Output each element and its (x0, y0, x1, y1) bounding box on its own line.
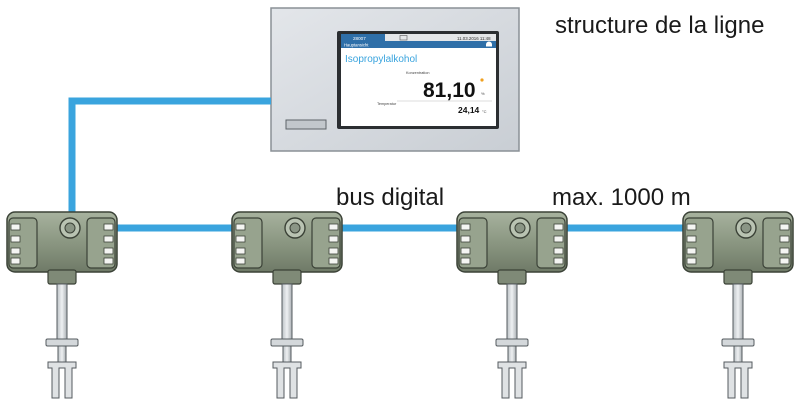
transmitter-lower-stem (282, 345, 292, 363)
transmitter-rib (460, 257, 471, 265)
transmitter-rib (328, 223, 339, 231)
transmitter-rib (10, 257, 21, 265)
transmitter-rib (103, 223, 114, 231)
screen-temp-unit: °C (482, 109, 487, 114)
transmitter-stem (56, 283, 68, 340)
transmitter-flange (495, 338, 529, 347)
transmitter-right-cover (311, 217, 341, 269)
screen-menu-bar (341, 41, 496, 48)
transmitter-rib (553, 223, 564, 231)
transmitter-1 (6, 211, 118, 399)
transmitter-lower-stem (507, 345, 517, 363)
transmitter-rib (10, 247, 21, 255)
screen-menu-title: Hauptansicht (344, 43, 369, 48)
transmitter-rib (328, 235, 339, 243)
screen-status-dot (480, 78, 484, 82)
transmitter-gland-core (289, 222, 301, 234)
transmitter-left-cover (458, 217, 488, 269)
transmitter-rib (553, 247, 564, 255)
transmitter-lower-stem (733, 345, 743, 363)
screen-datetime: 11.03.2016 11:48 (457, 36, 491, 41)
transmitter-fork-sensor (723, 361, 753, 399)
transmitter-left-cover (684, 217, 714, 269)
transmitter-rib (235, 257, 246, 265)
controller-unit: 28007 11.03.2016 11:48 Hauptansicht Isop… (270, 7, 520, 152)
transmitter-flange (270, 338, 304, 347)
transmitter-gland-core (514, 222, 526, 234)
controller-slot (285, 119, 327, 130)
transmitter-flange (45, 338, 79, 347)
transmitter-neck (272, 269, 302, 285)
transmitter-gland-core (740, 222, 752, 234)
transmitter-rib (103, 247, 114, 255)
screen-id: 28007 (353, 36, 366, 41)
screen-substance: Isopropylalkohol (345, 54, 417, 65)
transmitter-rib (553, 235, 564, 243)
screen-temp-value: 24,14 (458, 105, 480, 115)
transmitter-left-cover (233, 217, 263, 269)
transmitter-right-cover (86, 217, 116, 269)
transmitter-stem (506, 283, 518, 340)
transmitter-rib (460, 235, 471, 243)
transmitter-fork-sensor (272, 361, 302, 399)
transmitter-rib (328, 257, 339, 265)
transmitter-rib (686, 247, 697, 255)
transmitter-neck (723, 269, 753, 285)
bus-cable (68, 97, 746, 232)
transmitter-flange (721, 338, 755, 347)
transmitter-rib (779, 235, 790, 243)
screen-header-bar (341, 34, 496, 41)
transmitter-rib (686, 257, 697, 265)
transmitter-rib (779, 223, 790, 231)
screen-conc-unit: % (481, 91, 485, 96)
display-screen[interactable] (341, 34, 496, 126)
transmitter-rib (235, 247, 246, 255)
screen-temp-label: Temperatur (377, 102, 397, 106)
transmitter-rib (10, 223, 21, 231)
transmitter-right-cover (762, 217, 792, 269)
transmitter-fork-sensor (47, 361, 77, 399)
screen-user-icon (486, 41, 492, 47)
transmitter-rib (553, 257, 564, 265)
transmitter-rib (235, 235, 246, 243)
transmitter-right-cover (536, 217, 566, 269)
transmitter-rib (460, 223, 471, 231)
transmitter-left-cover (8, 217, 38, 269)
transmitter-rib (460, 247, 471, 255)
transmitter-fork-sensor (497, 361, 527, 399)
transmitter-group (6, 211, 794, 399)
screen-id-tab (341, 34, 385, 41)
transmitter-rib (779, 257, 790, 265)
transmitter-rib (779, 247, 790, 255)
screen-conc-label: Konzentration (406, 71, 429, 75)
transmitter-4 (682, 211, 794, 399)
transmitter-rib (328, 247, 339, 255)
diagram-title: structure de la ligne (555, 12, 764, 39)
screen-conc-value: 81,10 (423, 79, 476, 102)
bus-label: bus digital (336, 184, 444, 211)
transmitter-stem (732, 283, 744, 340)
bus-cable-controller-link (68, 97, 271, 228)
transmitter-gland-core (64, 222, 76, 234)
transmitter-neck (47, 269, 77, 285)
transmitter-lower-stem (57, 345, 67, 363)
screen-folder-icon (399, 35, 408, 41)
transmitter-rib (10, 235, 21, 243)
transmitter-neck (497, 269, 527, 285)
transmitter-3 (456, 211, 568, 399)
transmitter-2 (231, 211, 343, 399)
distance-label: max. 1000 m (552, 184, 691, 211)
transmitter-rib (103, 257, 114, 265)
transmitter-stem (281, 283, 293, 340)
transmitter-rib (235, 223, 246, 231)
transmitter-rib (686, 223, 697, 231)
transmitter-rib (686, 235, 697, 243)
transmitter-rib (103, 235, 114, 243)
